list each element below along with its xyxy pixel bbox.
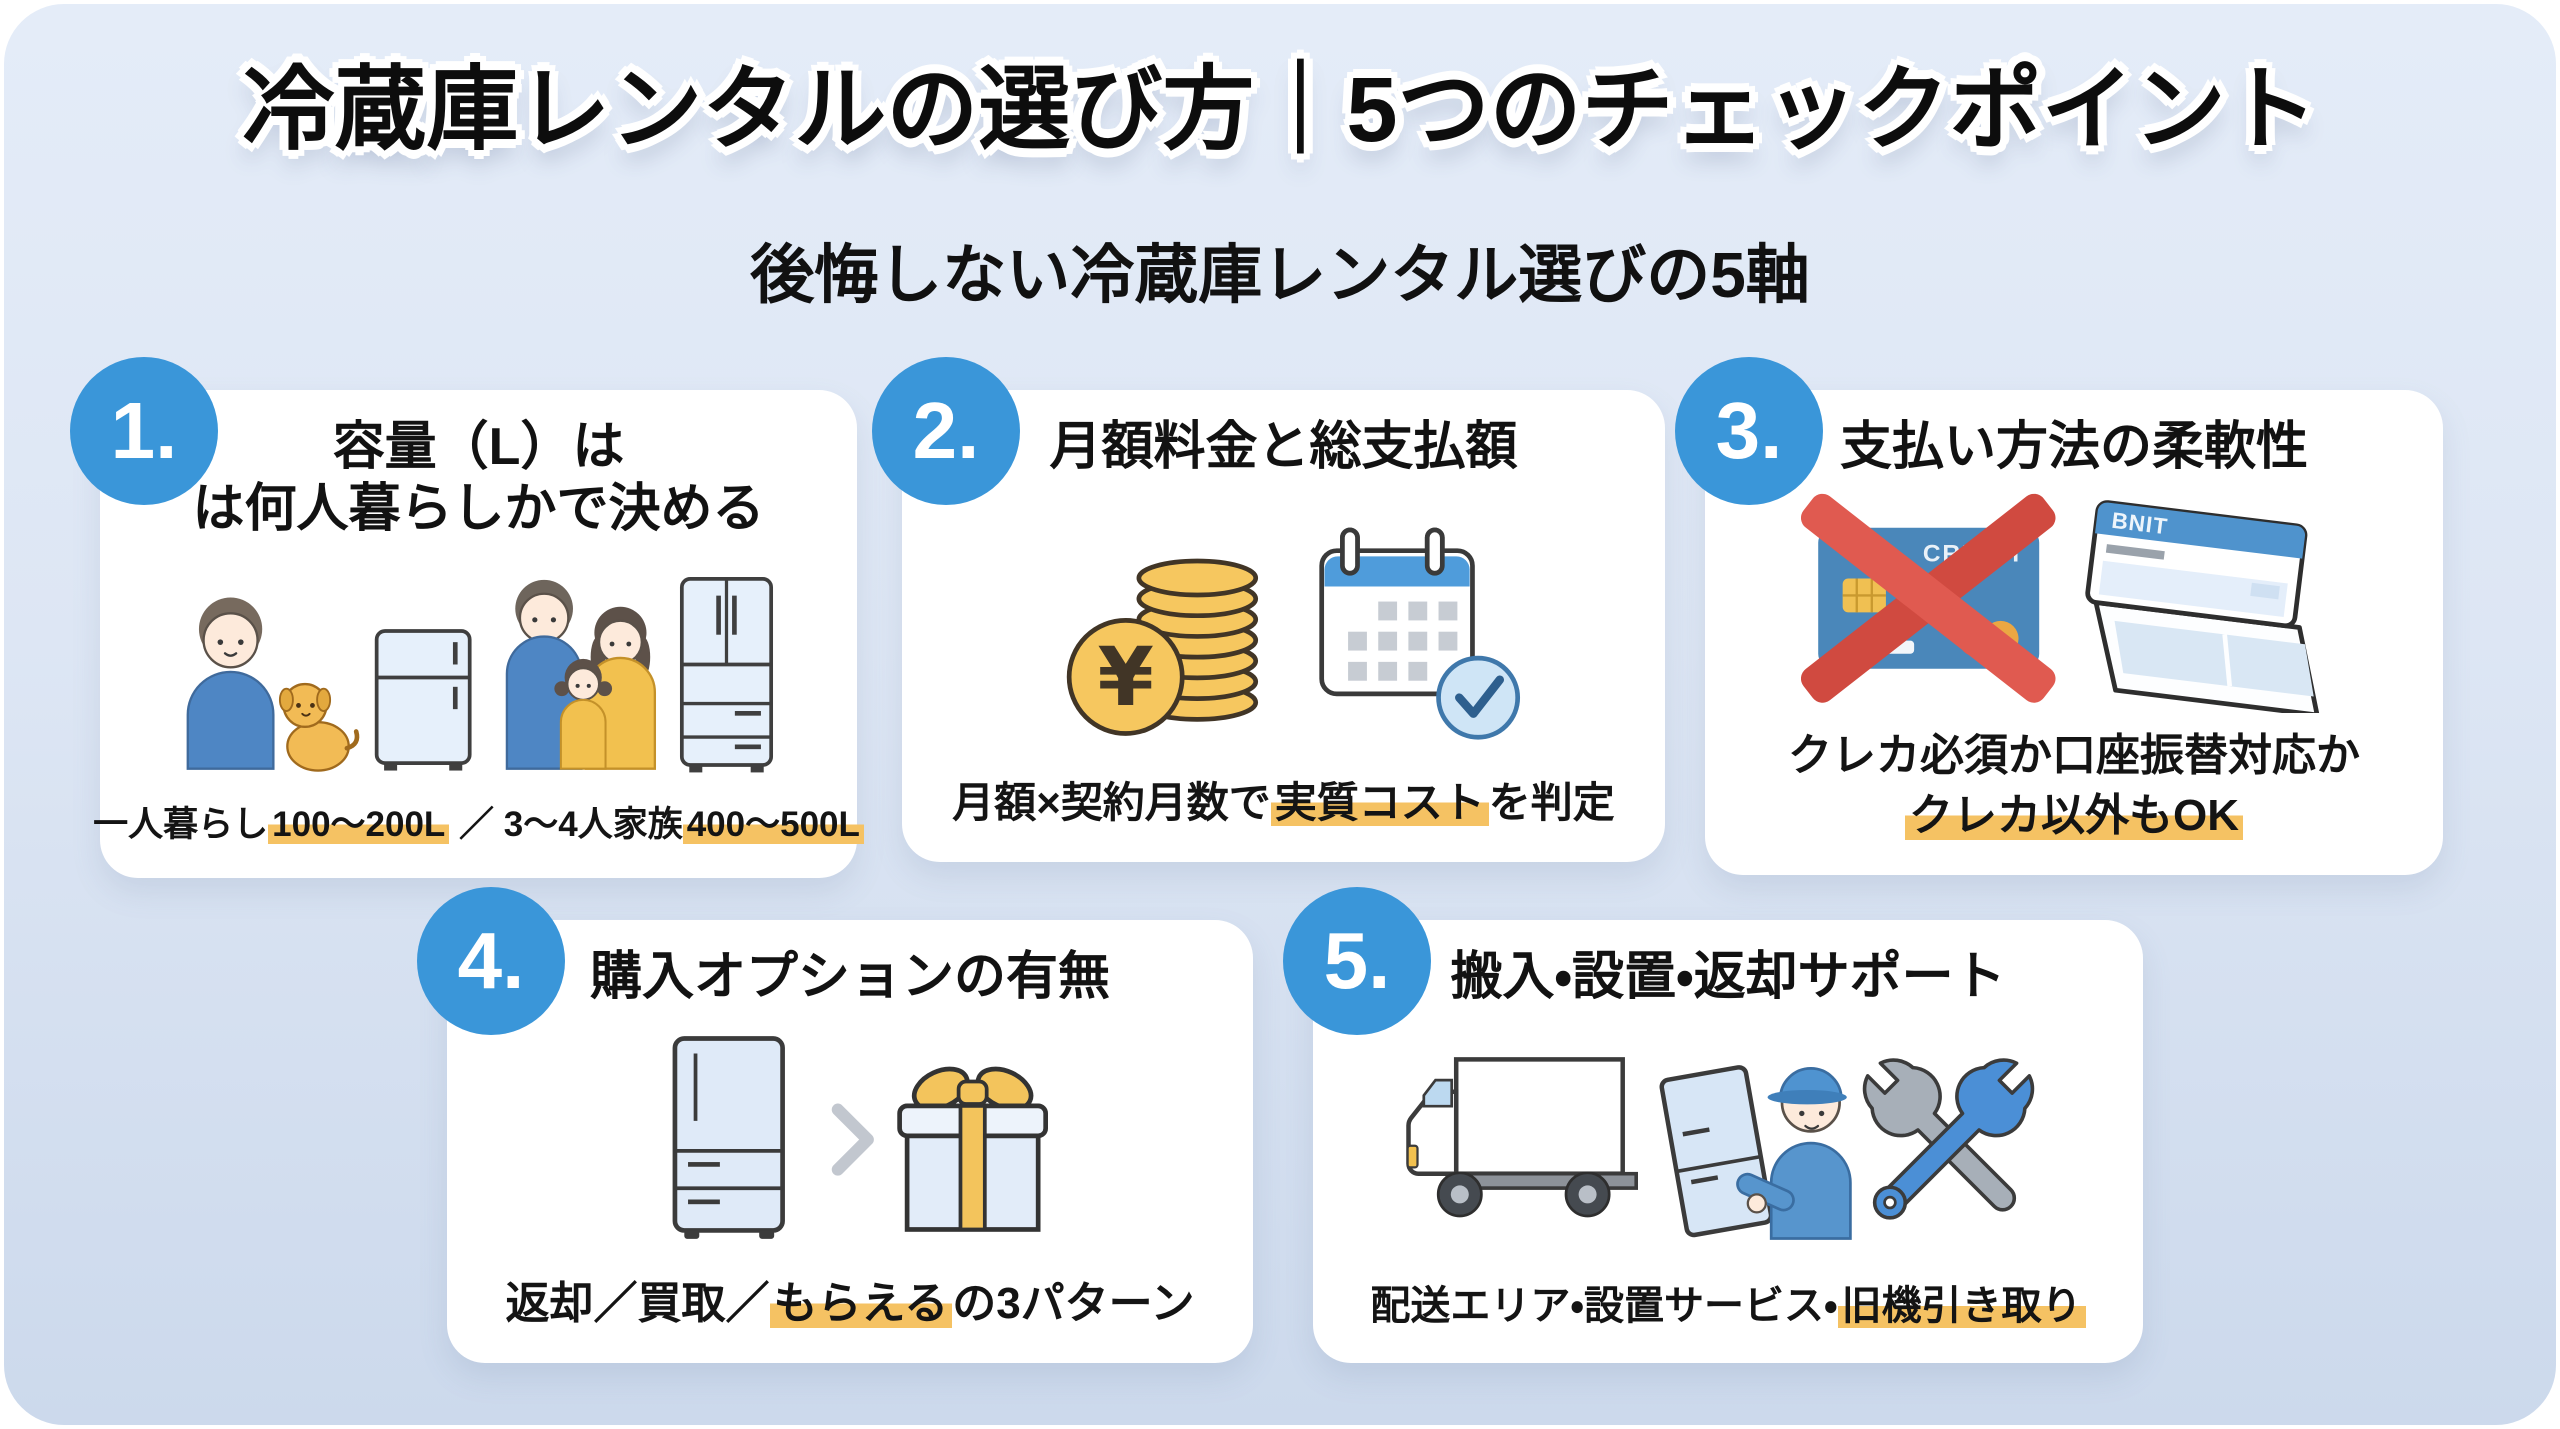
caption-segment: 返却／買取／ [505,1278,770,1328]
worker-carrying-fridge-icon [1659,1064,1852,1240]
capacity-illustration [186,576,773,773]
card-title: 購入オプションの有無 [590,946,1110,1008]
caption-segment: 月額×契約月数で [952,779,1271,827]
card-title-line: 月額料金と総支払額 [1049,418,1518,476]
card-number-badge: 2. [872,357,1020,505]
small-fridge-icon [374,628,472,771]
card-capacity: 1. 容量（L）は は何人暮らしかで決める [70,357,864,878]
card-caption: クレカ必須か口座振替対応かクレカ以外もOK [1788,726,2360,845]
card-delivery-content: 搬入・設置・返却サポート [1313,920,2143,1363]
delivery-illustration [1406,1056,2035,1240]
caption-highlight: 実質コスト [1270,779,1489,827]
card-title: 搬入・設置・返却サポート [1450,946,2005,1008]
card-caption: 返却／買取／もらえるの3パターン [505,1274,1195,1333]
caption-line: 配送エリア・設置サービス・旧機引き取り [1370,1279,2086,1333]
caption-line: 返却／買取／もらえるの3パターン [505,1274,1195,1333]
card-number: 4. [457,916,525,1005]
card-title-line: 容量（L）は [332,418,625,476]
page-title: 冷蔵庫レンタルの選び方｜5つのチェックポイント [242,59,2318,161]
card-number-badge: 5. [1283,887,1431,1035]
large-fridge-icon [679,576,773,773]
card-number-badge: 1. [70,357,218,505]
caption-segment: を判定 [1488,779,1615,827]
yen-symbol: ¥ [1097,631,1153,725]
card-number-badge: 3. [1675,357,1823,505]
purchase-illustration [672,1036,1048,1239]
caption-highlight: 旧機引き取り [1837,1283,2086,1328]
calendar-check-icon [1318,527,1520,740]
caption-highlight: もらえる [769,1278,953,1328]
caption-highlight: 400〜500L [682,804,864,844]
card-number: 1. [110,386,178,475]
bank-passbook-icon: BNIT [2085,500,2320,713]
delivery-truck-icon [1406,1056,1638,1218]
card-caption: 配送エリア・設置サービス・旧機引き取り [1370,1279,2086,1333]
red-cross-icon [1801,493,2056,703]
caption-highlight: 100〜200L [268,804,450,844]
card-title-line: 搬入・設置・返却サポート [1450,948,2006,1006]
caption-line: クレカ以外もOK [1788,786,2360,845]
card-number: 2. [912,386,980,475]
caption-highlight: クレカ以外もOK [1905,790,2243,840]
card-number: 3. [1715,386,1783,475]
card-title-line: 購入オプションの有無 [589,948,1110,1006]
card-title-line: は何人暮らしかで決める [192,480,765,539]
caption-line: クレカ必須か口座振替対応か [1788,726,2360,785]
gift-box-icon [897,1066,1048,1232]
yen-coins-icon: ¥ [1066,558,1258,736]
card-delivery-support: 5. 搬入・設置・返却サポート [1283,887,2143,1363]
card-caption: 月額×契約月数で実質コストを判定 [952,775,1615,832]
payment-illustration: CREDIT BNIT [1801,493,2320,713]
caption-segment: クレカ必須か口座振替対応か [1788,731,2360,781]
card-purchase-content: 購入オプションの有無 [447,920,1253,1363]
caption-line: 月額×契約月数で実質コストを判定 [952,775,1615,832]
fridge-icon [672,1036,785,1239]
card-monthly-cost-content: 月額料金と総支払額 ¥ [902,390,1665,862]
page-subtitle: 後悔しない冷蔵庫レンタル選びの5軸 [750,239,1810,311]
family-icon [505,579,656,770]
caption-segment: 一人暮らし [93,804,269,844]
card-number-badge: 4. [417,887,565,1035]
card-payment-content: 支払い方法の柔軟性 CREDIT [1705,390,2443,875]
card-purchase-option: 4. 購入オプションの有無 [417,887,1253,1363]
card-monthly-cost: 2. 月額料金と総支払額 ¥ [872,357,1665,862]
card-capacity-content: 容量（L）は は何人暮らしかで決める [93,390,864,878]
crossed-wrenches-icon [1862,1057,2035,1220]
calendar-grid [1347,601,1457,681]
caption-segment: の3パターン [952,1278,1195,1328]
card-payment-flexibility: 3. 支払い方法の柔軟性 CREDIT [1675,357,2443,875]
caption-segment: ／ 3〜4人家族 [449,804,683,844]
card-title: 支払い方法の柔軟性 [1840,416,2308,478]
card-number: 5. [1323,916,1391,1005]
cost-illustration: ¥ [1066,527,1520,740]
caption-segment: 配送エリア・設置サービス・ [1370,1283,1838,1328]
person-with-dog-icon [186,597,359,772]
card-title: 月額料金と総支払額 [1049,416,1517,478]
card-title-line: 支払い方法の柔軟性 [1839,418,2308,476]
chevron-right-icon [831,1103,874,1176]
card-title: 容量（L）は は何人暮らしかで決める [192,416,764,541]
credit-card-crossed-icon: CREDIT [1801,493,2056,703]
